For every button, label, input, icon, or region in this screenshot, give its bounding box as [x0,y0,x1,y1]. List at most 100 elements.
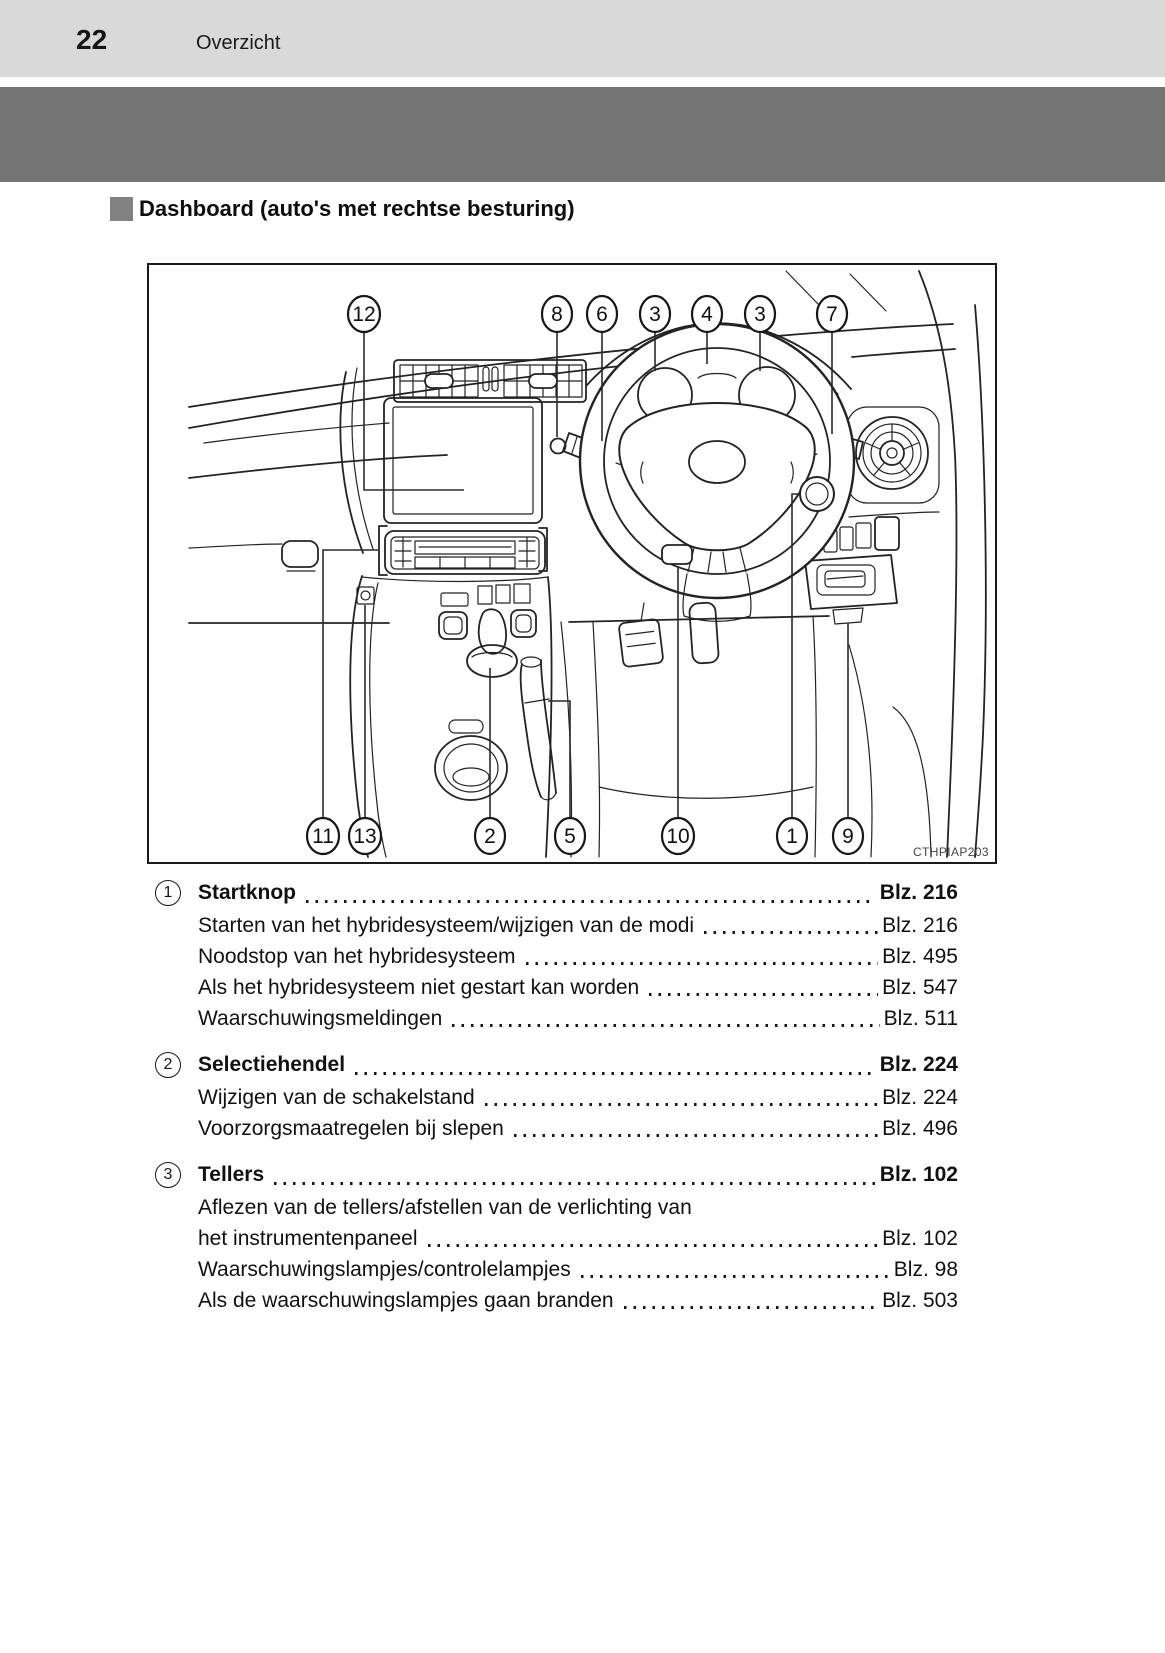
figure-callout: 8 [540,294,574,334]
figure-callout: 2 [473,816,507,856]
figure-callout: 13 [347,816,383,856]
toc-sub-label-line2: het instrumentenpaneel [198,1227,418,1250]
dot-leader [513,1134,879,1137]
figure-callout: 4 [690,294,724,334]
page-ref: Blz. 511 [883,1007,958,1030]
svg-text:10: 10 [666,825,689,848]
figure-callout: 12 [346,294,382,334]
toc-sub-row: Waarschuwingsmeldingen Blz. 511 [152,1003,958,1034]
page-ref: Blz. 102 [882,1227,958,1250]
toc-sub-label: Voorzorgsmaatregelen bij slepen [198,1117,504,1140]
toc-sub-row: Wijzigen van de schakelstand Blz. 224 [152,1082,958,1113]
section-title-row: Dashboard (auto's met rechtse besturing) [110,196,575,222]
steering-lock-control [661,544,693,565]
figure-callout: 3 [638,294,672,334]
dot-leader [525,962,879,965]
dot-leader [704,931,879,934]
svg-text:8: 8 [551,303,563,326]
page-ref: Blz. 216 [882,914,958,937]
toc-section-title: Tellers [198,1163,265,1186]
dot-leader [452,1024,880,1027]
toc-sub-label: Waarschuwingslampjes/controlelampjes [198,1258,571,1281]
dashboard-line-art [188,270,987,858]
pedals [618,601,720,668]
toc-sub-label-line1: Aflezen van de tellers/afstellen van de … [198,1196,692,1219]
dashboard-illustration: 12 8 6 3 4 3 7 11 13 2 5 10 1 9 [188,270,987,858]
figure-code-label: CTHPIAP203 [912,845,989,859]
toc-sub-label: Starten van het hybridesysteem/wijzigen … [198,914,695,937]
dashboard-figure: 12 8 6 3 4 3 7 11 13 2 5 10 1 9 CTHPIAP2… [147,263,997,864]
toc-sub-label: Noodstop van het hybridesysteem [198,945,516,968]
section-title: Dashboard (auto's met rechtse besturing) [139,196,575,221]
item-number-badge: 3 [155,1162,181,1188]
legend-section: 2 Selectiehendel Blz. 224 Wijzigen van d… [152,1048,958,1144]
dot-leader [427,1244,879,1247]
svg-text:4: 4 [701,303,713,326]
svg-text:11: 11 [312,825,334,848]
toc-sub-label: Als het hybridesysteem niet gestart kan … [198,976,640,999]
dot-leader [484,1103,879,1106]
figure-callout: 1 [775,816,809,856]
svg-text:7: 7 [826,303,838,326]
toc-section-title: Selectiehendel [198,1053,346,1076]
chapter-divider-band [0,87,1165,182]
toc-sub-row: Als de waarschuwingslampjes gaan branden… [152,1285,958,1316]
svg-text:6: 6 [596,303,608,326]
figure-callout: 11 [305,816,341,856]
toc-sub-label: Waarschuwingsmeldingen [198,1007,443,1030]
toc-sub-label: Wijzigen van de schakelstand [198,1086,475,1109]
figure-callout: 3 [743,294,777,334]
figure-callout: 10 [660,816,696,856]
page-header-bar: 22 Overzicht [0,0,1165,77]
dot-leader [649,993,879,996]
svg-text:13: 13 [353,825,376,848]
toc-sub-row: het instrumentenpaneel Blz. 102 [152,1223,958,1254]
page-ref: Blz. 216 [879,881,958,904]
legend-section: 3 Tellers Blz. 102 Aflezen van de teller… [152,1158,958,1316]
page-ref: Blz. 496 [882,1117,958,1140]
page-ref: Blz. 98 [893,1258,958,1281]
dot-leader [355,1072,876,1075]
figure-callout: 6 [585,294,619,334]
legend-section: 1 Startknop Blz. 216 Starten van het hyb… [152,876,958,1034]
airbag-pad [618,401,816,552]
toc-sub-row: Als het hybridesysteem niet gestart kan … [152,972,958,1003]
page-number: 22 [76,24,108,55]
dot-leader [306,900,876,903]
toc-sub-label: Als de waarschuwingslampjes gaan branden [198,1289,614,1312]
item-number-badge: 2 [155,1052,181,1078]
page-ref: Blz. 503 [882,1289,958,1312]
toc-section-row: 1 Startknop Blz. 216 [152,876,958,910]
steering-wheel [578,322,856,622]
center-air-vents [393,359,587,403]
dot-leader [274,1182,876,1185]
svg-text:3: 3 [754,303,766,326]
parking-brake-lever [519,663,542,798]
toc-sub-row: Noodstop van het hybridesysteem Blz. 495 [152,941,958,972]
page-ref: Blz. 102 [879,1163,958,1186]
figure-callout: 9 [831,816,865,856]
legend-list: 1 Startknop Blz. 216 Starten van het hyb… [152,876,958,1330]
item-number-badge: 1 [155,880,181,906]
svg-text:5: 5 [564,825,576,848]
toc-sub-row: Waarschuwingslampjes/controlelampjes Blz… [152,1254,958,1285]
svg-text:2: 2 [484,825,496,848]
toc-sub-row: Starten van het hybridesysteem/wijzigen … [152,910,958,941]
square-bullet-icon [110,197,133,221]
page-ref: Blz. 495 [882,945,958,968]
toc-section-row: 3 Tellers Blz. 102 [152,1158,958,1192]
toc-section-row: 2 Selectiehendel Blz. 224 [152,1048,958,1082]
figure-callout: 5 [553,816,587,856]
page-ref: Blz. 547 [882,976,958,999]
callout-leader-lines [322,333,849,818]
start-button [799,476,835,512]
dot-leader [623,1306,879,1309]
svg-text:9: 9 [842,825,854,848]
svg-text:3: 3 [649,303,661,326]
center-console [349,575,557,858]
chapter-name: Overzicht [196,32,281,54]
svg-text:12: 12 [352,303,375,326]
figure-callout: 7 [815,294,849,334]
navigation-screen [383,397,543,524]
